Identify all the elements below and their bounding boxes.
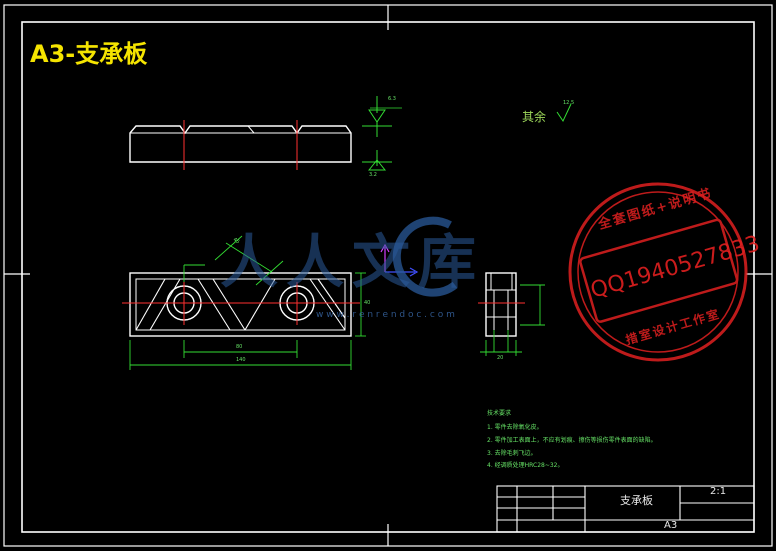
- watermark-brand: 人人文库: [220, 228, 485, 296]
- watermark-logo: [392, 216, 458, 297]
- surface-finish-note: 其余: [522, 110, 547, 124]
- tech-requirements-heading: 技术要求: [487, 410, 512, 417]
- tech-requirement-1: 1. 零件去除氧化皮。: [487, 424, 543, 431]
- sheet-label: A3-支承板: [30, 40, 148, 68]
- side-view-dimensions: [480, 284, 545, 356]
- title-block-sheet-size: A3: [664, 520, 678, 531]
- red-stamp-seal: [568, 182, 748, 362]
- top-view: [129, 125, 352, 163]
- front-view-dimensions: [129, 235, 366, 370]
- tech-requirement-3: 3. 去除毛刺飞边。: [487, 450, 537, 457]
- finish-symbol: [556, 103, 572, 123]
- dim-height: 40: [364, 300, 371, 306]
- surface-finish-value: 12.5: [563, 100, 575, 106]
- roughness-bottom-value: 3.2: [369, 172, 377, 178]
- roughness-top-value: 6.3: [388, 96, 396, 102]
- dim-length-overall: 140: [236, 357, 246, 363]
- tech-requirement-4: 4. 经调质处理HRC28~32。: [487, 462, 564, 469]
- dim-hole-spacing: 80: [236, 344, 243, 350]
- tech-requirement-2: 2. 零件加工表面上，不应有划痕、擦伤等损伤零件表面的缺陷。: [487, 437, 657, 444]
- centering-marks: [4, 5, 772, 546]
- title-block-part-name: 支承板: [620, 494, 653, 507]
- top-view-centerlines: [183, 120, 298, 170]
- side-view: [485, 272, 517, 337]
- title-block-scale: 2:1: [710, 486, 727, 497]
- watermark-url: w w w . r e n r e n d o c . c o m: [316, 310, 455, 320]
- front-view-centerlines: [122, 282, 360, 325]
- roughness-symbol-top: [362, 96, 392, 171]
- title-block: [496, 485, 755, 533]
- dim-thickness: 20: [497, 355, 504, 361]
